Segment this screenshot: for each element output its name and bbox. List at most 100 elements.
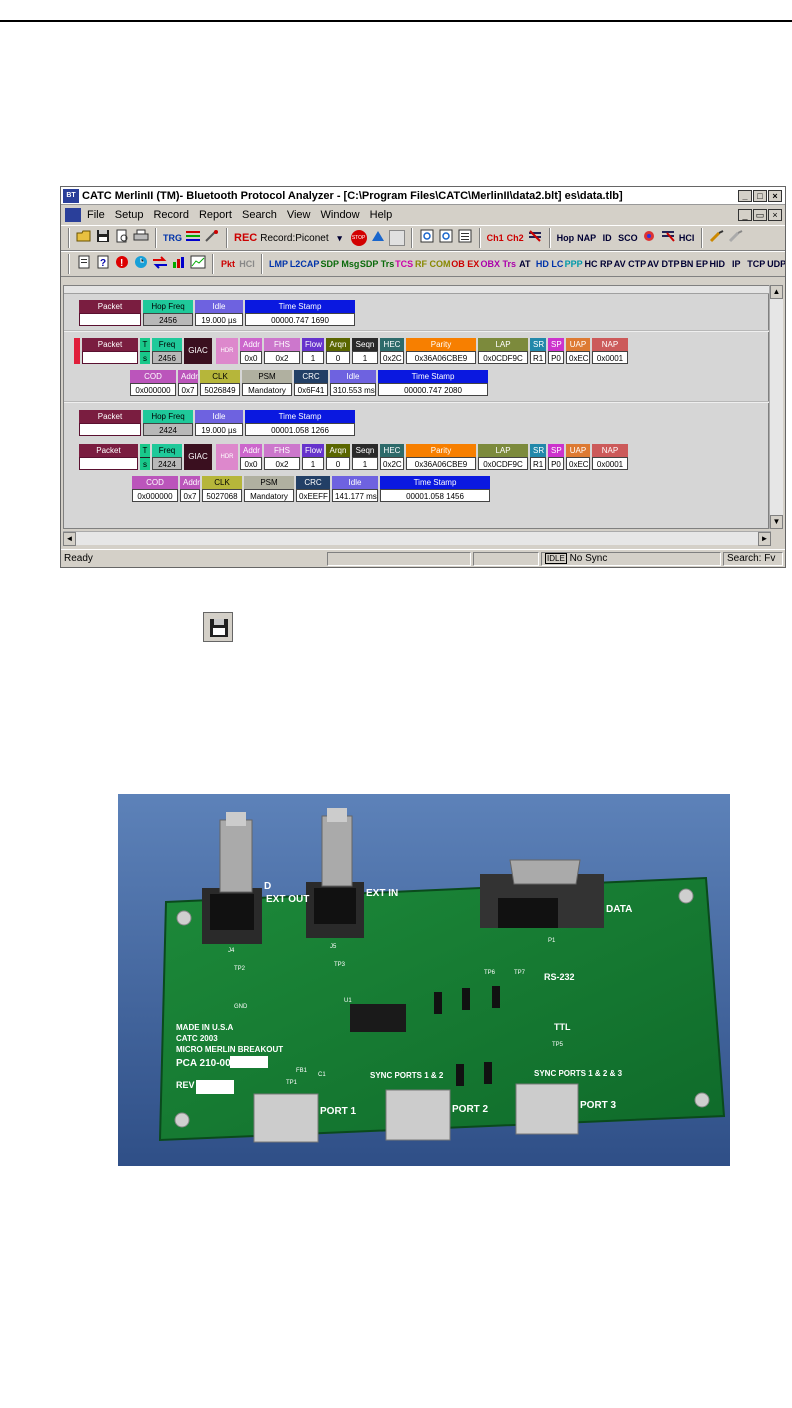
decode-avctp-button[interactable]: AV CTP: [613, 259, 647, 269]
channel1-icon[interactable]: Ch1: [486, 233, 504, 243]
scroll-right-icon[interactable]: ►: [758, 532, 771, 546]
window-title: CATC MerlinII (TM)- Bluetooth Protocol A…: [82, 189, 623, 202]
board-label-port3: PORT 3: [580, 1100, 617, 1111]
menu-file[interactable]: File: [87, 209, 105, 221]
nap-value: 0x0001: [592, 457, 628, 470]
tools-icon[interactable]: [204, 229, 220, 247]
channel2-icon[interactable]: Ch2: [506, 233, 524, 243]
stop-icon[interactable]: STOP: [350, 230, 367, 246]
doc-close-button[interactable]: ×: [768, 209, 782, 221]
nap-label: NAP: [592, 338, 628, 351]
hide-icon[interactable]: [527, 229, 543, 247]
open-icon[interactable]: [76, 229, 92, 247]
hide-id-icon[interactable]: ID: [602, 233, 612, 243]
menu-report[interactable]: Report: [198, 209, 232, 221]
document-icon[interactable]: [65, 208, 81, 222]
decode-ip-button[interactable]: IP: [731, 259, 741, 269]
filter-icon[interactable]: [185, 229, 201, 247]
decode-l2cap-button[interactable]: L2CAP: [289, 259, 320, 269]
menu-record[interactable]: Record: [153, 209, 189, 221]
bar-chart-icon[interactable]: [171, 255, 187, 273]
marker-icon[interactable]: [709, 229, 725, 247]
analyzer-window: BT CATC MerlinII (TM)- Bluetooth Protoco…: [60, 186, 786, 568]
board-label-port1: PORT 1: [320, 1106, 357, 1117]
trigger-icon[interactable]: TRG: [163, 233, 182, 243]
wrap-icon[interactable]: [457, 229, 473, 247]
dropdown-arrow-icon[interactable]: ▾: [337, 233, 342, 243]
rt-icon[interactable]: [388, 230, 405, 246]
menu-setup[interactable]: Setup: [114, 209, 144, 221]
menu-search[interactable]: Search: [241, 209, 277, 221]
rec-label[interactable]: REC: [234, 232, 258, 244]
error-icon[interactable]: !: [114, 255, 130, 273]
decode-hcrp-button[interactable]: HC RP: [584, 259, 613, 269]
type-s-label: s: [140, 457, 150, 470]
scroll-left-icon[interactable]: ◄: [63, 532, 76, 546]
hdr-field: HDR: [216, 444, 238, 470]
hide-star-icon[interactable]: [641, 229, 657, 247]
hide-nap-icon[interactable]: NAP: [577, 233, 597, 243]
decode-hci-button[interactable]: HCI: [239, 259, 255, 269]
board-label-tp2: TP2: [234, 966, 246, 972]
doc-minimize-button[interactable]: _: [738, 209, 752, 221]
decode-sdp-msg-button[interactable]: SDP Msg: [320, 259, 360, 269]
decode-toolbar: ? ! Pkt HCI LMP L2CAP SDP Msg SDP Trs TC…: [61, 251, 785, 277]
decode-pkt-button[interactable]: Pkt: [220, 259, 235, 269]
decode-tcs-button[interactable]: TCS: [395, 259, 414, 269]
hide-sco-icon[interactable]: SCO: [618, 233, 638, 243]
lap-label: LAP: [478, 444, 528, 457]
addr-value: 0x0: [240, 457, 262, 470]
graph-icon[interactable]: [190, 255, 206, 273]
minimize-button[interactable]: _: [738, 189, 752, 202]
idle-value: 19.000 µs: [195, 423, 243, 436]
decode-at-button[interactable]: AT: [519, 259, 531, 269]
print-icon[interactable]: [133, 229, 149, 247]
hide-filter-icon[interactable]: [660, 229, 676, 247]
hide-hop-icon[interactable]: Hop: [556, 233, 575, 243]
decode-sdp-trs-button[interactable]: SDP Trs: [359, 259, 395, 269]
decode-lmp-button[interactable]: LMP: [269, 259, 288, 269]
decode-avdtp-button[interactable]: AV DTP: [647, 259, 680, 269]
maximize-button[interactable]: □: [753, 189, 767, 202]
scroll-up-icon[interactable]: ▲: [770, 285, 783, 299]
menu-window[interactable]: Window: [320, 209, 360, 221]
record-options-icon[interactable]: [370, 229, 386, 247]
toolbar-separator: [700, 228, 703, 248]
lap-label: LAP: [478, 338, 528, 351]
close-button[interactable]: ×: [768, 189, 782, 202]
decode-ppp-button[interactable]: PPP: [564, 259, 583, 269]
decode-rfcom-button[interactable]: RF COM: [415, 259, 451, 269]
marker-clear-icon[interactable]: [728, 229, 744, 247]
decode-hid-button[interactable]: HID: [709, 259, 725, 269]
print-preview-icon[interactable]: [114, 229, 130, 247]
decode-obx-trs-button[interactable]: OBX Trs: [480, 259, 517, 269]
report-icon[interactable]: [76, 255, 92, 273]
record-mode-select[interactable]: Record:Piconet: [260, 232, 329, 244]
timing-icon[interactable]: [133, 255, 149, 273]
hide-hci-icon[interactable]: HCI: [678, 233, 695, 243]
decode-bnep-button[interactable]: BN EP: [680, 259, 708, 269]
traffic-icon[interactable]: [152, 255, 168, 273]
decode-obex-button[interactable]: OB EX: [451, 259, 480, 269]
vertical-scrollbar[interactable]: ▲ ▼: [769, 285, 783, 529]
doc-restore-button[interactable]: ▭: [753, 209, 767, 221]
zoom-out-icon[interactable]: [438, 229, 454, 247]
decode-tcp-button[interactable]: TCP: [747, 259, 766, 269]
menu-view[interactable]: View: [286, 209, 311, 221]
horizontal-scrollbar[interactable]: ◄ ►: [63, 531, 771, 546]
help-index-icon[interactable]: ?: [95, 255, 111, 273]
decode-hdlc-button[interactable]: HD LC: [535, 259, 564, 269]
menu-help[interactable]: Help: [369, 209, 393, 221]
scroll-down-icon[interactable]: ▼: [770, 515, 783, 529]
decode-udp-button[interactable]: UDP: [767, 259, 785, 269]
freq-label: Freq: [152, 338, 182, 351]
save-icon[interactable]: [95, 229, 111, 247]
zoom-in-icon[interactable]: [419, 229, 435, 247]
